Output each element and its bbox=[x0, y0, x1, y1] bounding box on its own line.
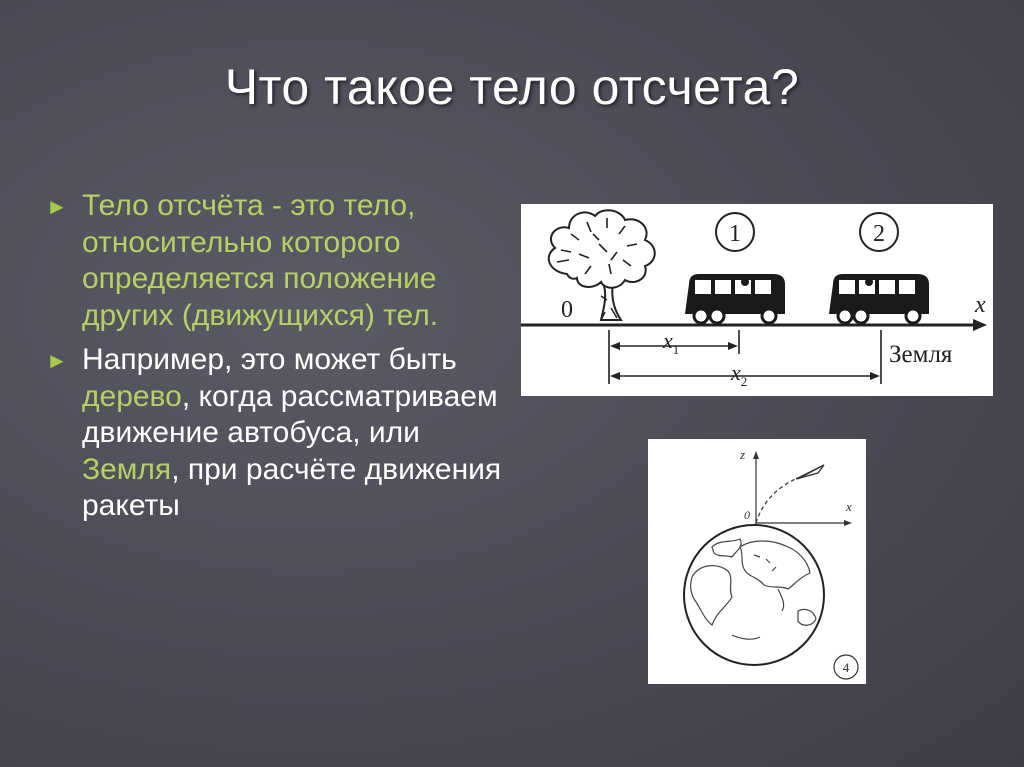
triangle-bullet-icon: ► bbox=[46, 194, 68, 219]
ground-label: Земля bbox=[889, 341, 953, 368]
distance-markers bbox=[608, 330, 882, 384]
x-axis-arrow-icon bbox=[973, 319, 987, 331]
bullet-example: ► Например, это может быть дерево, когда… bbox=[44, 342, 504, 525]
figure-number-circle bbox=[833, 654, 859, 680]
highlight-tree: дерево bbox=[82, 379, 182, 413]
example-text-part1: Например, это может быть bbox=[82, 343, 457, 376]
bus-reference-figure: x 0 1 2 bbox=[521, 204, 993, 396]
earth-globe-icon bbox=[683, 524, 825, 666]
highlight-earth: Земля bbox=[82, 452, 172, 486]
example-text-part2: , когда рассматриваем движение автобуса,… bbox=[82, 379, 498, 450]
definition-text: Тело отсчёта - это тело, относительно ко… bbox=[82, 189, 439, 332]
bus-2-number: 2 bbox=[873, 221, 885, 247]
x-axis-label: x bbox=[845, 499, 852, 514]
x-axis-label: x bbox=[974, 292, 986, 318]
rocket-trajectory bbox=[755, 476, 801, 524]
slide-title: Что такое тело отсчета? bbox=[224, 59, 800, 115]
bus-2-icon bbox=[829, 274, 929, 325]
bus-1-number-circle bbox=[715, 212, 755, 252]
rocket-icon bbox=[795, 464, 825, 480]
origin-label: 0 bbox=[744, 508, 750, 522]
distance-1-label: x1 bbox=[662, 328, 679, 357]
bullet-definition: ► Тело отсчёта - это тело, относительно … bbox=[44, 188, 504, 334]
x-axis-arrow-icon bbox=[844, 520, 852, 526]
bullet-list: ► Тело отсчёта - это тело, относительно … bbox=[44, 188, 504, 533]
bus-1-number: 1 bbox=[729, 221, 741, 247]
bus-2-number-circle bbox=[859, 212, 899, 252]
z-axis-arrow-icon bbox=[753, 451, 759, 459]
z-axis-label: z bbox=[739, 447, 745, 462]
origin-label: 0 bbox=[561, 297, 573, 323]
tree-icon bbox=[547, 209, 656, 321]
triangle-bullet-icon: ► bbox=[46, 348, 68, 373]
bus-1-icon bbox=[685, 274, 785, 325]
figure-number: 4 bbox=[843, 660, 850, 675]
distance-2-label: x2 bbox=[730, 360, 747, 389]
example-text-part3: , при расчёте движения ракеты bbox=[82, 452, 502, 523]
earth-rocket-figure: z x 0 Y 4 bbox=[648, 439, 866, 684]
